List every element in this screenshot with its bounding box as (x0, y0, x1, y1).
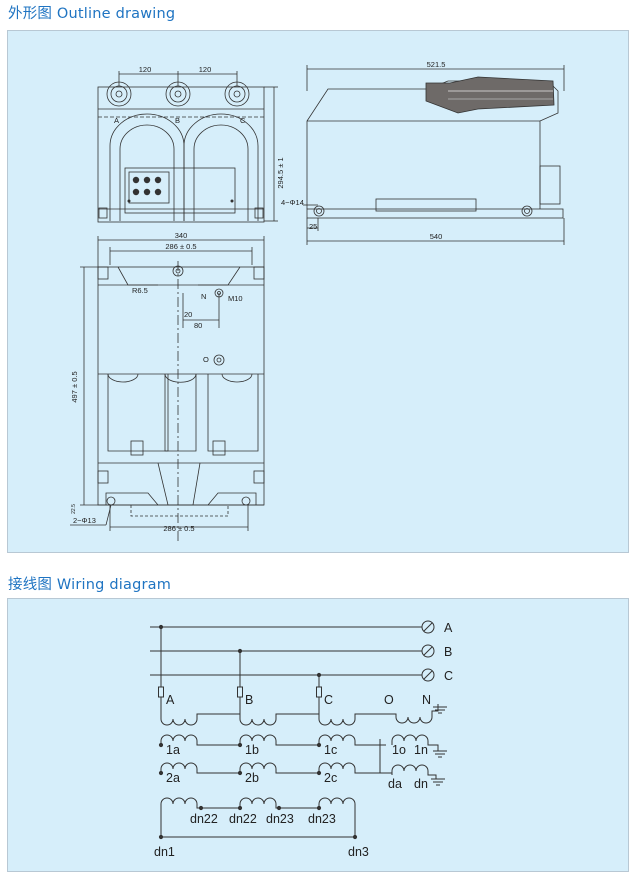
bus-label-b: B (444, 645, 452, 659)
sec1-label-a: 1a (166, 743, 180, 757)
side-holes-label: 4−Φ14 (281, 198, 304, 207)
plan-20-dim: 20 (184, 310, 192, 319)
primary-label-a: A (166, 693, 175, 707)
sec1-label-b: 1b (245, 743, 259, 757)
sec2-label-da: da (388, 777, 402, 791)
side-view (303, 65, 565, 245)
sec2-label-dn: dn (414, 777, 428, 791)
sec2-label-c: 2c (324, 771, 337, 785)
primary-label-c: C (324, 693, 333, 707)
sec2-label-a: 2a (166, 771, 180, 785)
primary-label-n: N (422, 693, 431, 707)
dn-label-4: dn23 (308, 812, 336, 826)
bottom-label-dn3: dn3 (348, 845, 369, 859)
front-view (97, 71, 278, 223)
bus-label-c: C (444, 669, 453, 683)
bus-terminal-a (421, 620, 435, 634)
plan-80-dim: 80 (194, 321, 202, 330)
wiring-diagram: A B C A B C O N 1a 1b 1c 1o 1n 2a 2b 2c … (150, 620, 453, 859)
side-length-dim: 521.5 (427, 60, 446, 69)
dn-label-1: dn22 (190, 812, 218, 826)
plan-n-label: N (201, 292, 206, 301)
sec2-label-b: 2b (245, 771, 259, 785)
outline-drawing-panel: 120 120 A B C 294.5 ± 1 521.5 4−Φ14 25 5… (7, 30, 629, 553)
bottom-label-dn1: dn1 (154, 845, 175, 859)
outline-section-title: 外形图 Outline drawing (8, 6, 176, 22)
front-phase-b: B (175, 116, 180, 125)
plan-bottom-small-dim: 22.5 (71, 504, 77, 514)
front-height-dim: 294.5 ± 1 (276, 157, 285, 188)
primary-label-o: O (384, 693, 394, 707)
plan-span-dim: 286 ± 0.5 (165, 242, 196, 251)
sec1-label-o: 1o (392, 743, 406, 757)
wiring-section-title: 接线图 Wiring diagram (8, 577, 172, 593)
front-dim-2: 120 (199, 65, 212, 74)
front-phase-a: A (114, 116, 119, 125)
plan-o-label: O (203, 355, 209, 364)
plan-height-dim: 497 ± 0.5 (70, 371, 79, 402)
dn-label-3: dn23 (266, 812, 294, 826)
front-phase-c: C (240, 116, 246, 125)
plan-m10-label: M10 (228, 294, 243, 303)
bus-terminal-b (421, 644, 435, 658)
primary-label-b: B (245, 693, 253, 707)
plan-holes-label: 2−Φ13 (73, 516, 96, 525)
side-base-dim: 540 (430, 232, 443, 241)
wiring-diagram-panel: A B C A B C O N 1a 1b 1c 1o 1n 2a 2b 2c … (7, 598, 629, 872)
sec1-label-n: 1n (414, 743, 428, 757)
sec1-label-c: 1c (324, 743, 337, 757)
plan-bottom-span-dim: 286 ± 0.5 (163, 524, 194, 533)
plan-view (70, 236, 265, 541)
outline-drawing: 120 120 A B C 294.5 ± 1 521.5 4−Φ14 25 5… (70, 60, 565, 541)
side-small-dim: 25 (309, 222, 317, 231)
bus-label-a: A (444, 621, 453, 635)
plan-width-dim: 340 (175, 231, 188, 240)
dn-label-2: dn22 (229, 812, 257, 826)
plan-radius-label: R6.5 (132, 286, 148, 295)
front-dim-1: 120 (139, 65, 152, 74)
bus-terminal-c (421, 668, 435, 682)
